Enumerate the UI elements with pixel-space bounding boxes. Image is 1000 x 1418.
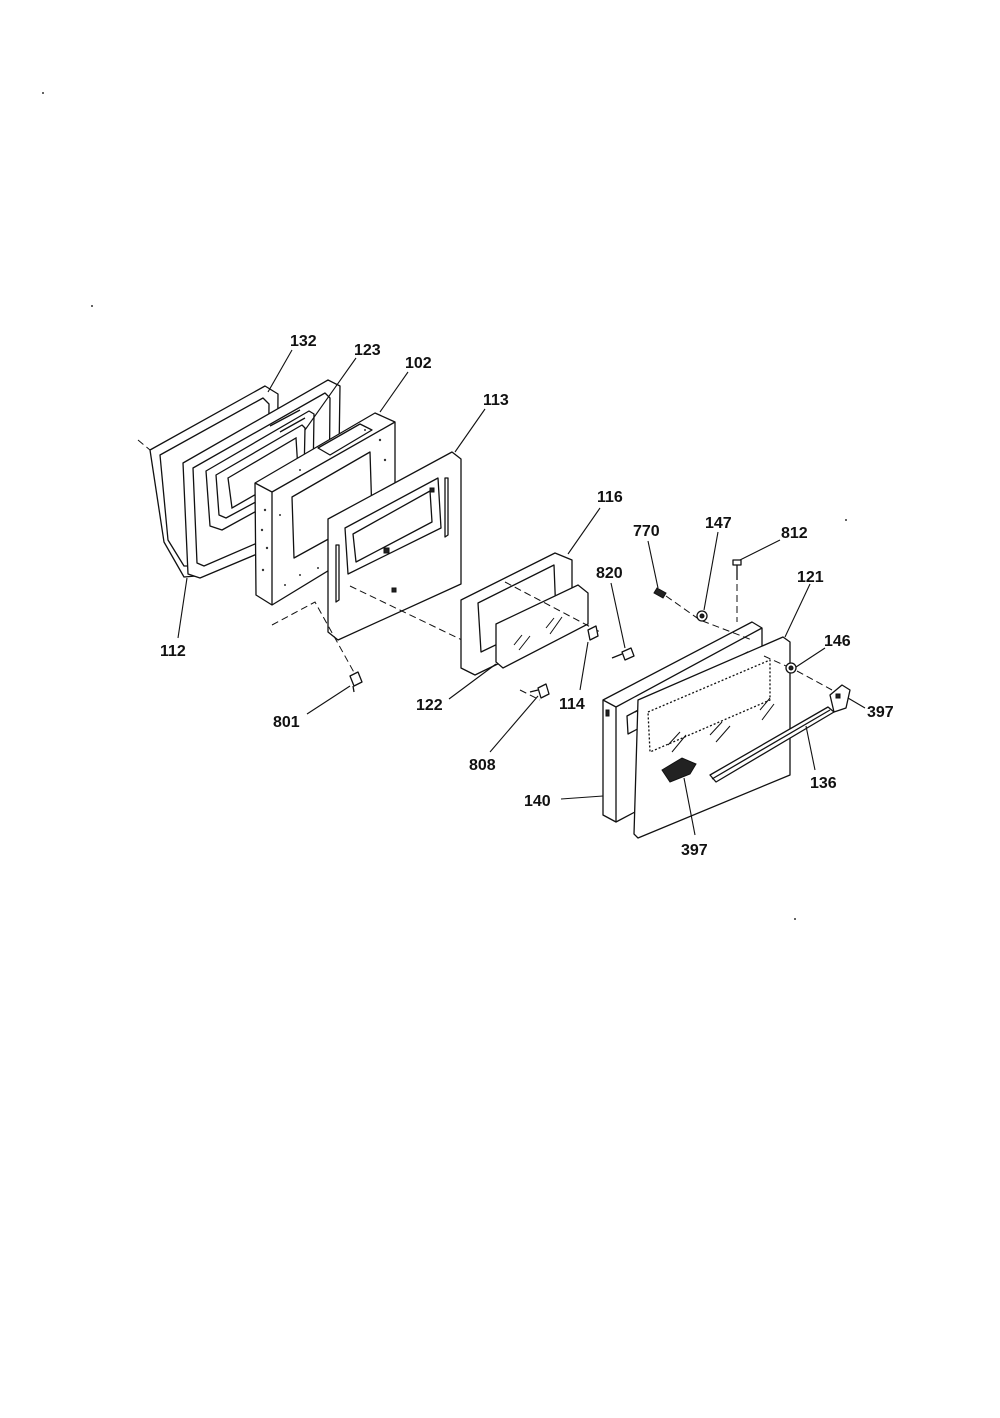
- part-114-clip: [587, 625, 599, 641]
- scan-speck: [91, 305, 93, 307]
- alignment-line: [665, 595, 753, 641]
- alignment-line: [763, 655, 833, 691]
- alignment-line: [519, 689, 541, 701]
- callout-801: 801: [273, 714, 300, 731]
- callout-123: 123: [354, 342, 381, 359]
- callout-147: 147: [705, 515, 732, 532]
- callout-132: 132: [290, 333, 317, 350]
- leader-lines: [177, 349, 866, 836]
- scan-speck: [845, 519, 847, 521]
- callout-397-bottom: 397: [681, 842, 708, 859]
- callout-122: 122: [416, 697, 443, 714]
- callout-112: 112: [160, 643, 186, 660]
- part-801-screw: [349, 671, 363, 693]
- callout-808: 808: [469, 757, 496, 774]
- part-770-screw: [653, 587, 667, 599]
- scan-speck: [794, 918, 796, 920]
- callout-146: 146: [824, 633, 851, 650]
- part-146-washer: [785, 662, 797, 674]
- callout-770: 770: [633, 523, 660, 540]
- part-122-door-glass: [495, 584, 589, 669]
- part-397-handle-end-cap-right: [829, 684, 851, 713]
- scan-speck: [42, 92, 44, 94]
- part-820-screw: [611, 647, 635, 661]
- part-113-door-liner: [327, 451, 462, 641]
- alignment-line: [504, 581, 601, 633]
- part-808-screw: [529, 683, 550, 699]
- callout-812: 812: [781, 525, 808, 542]
- alignment-line: [349, 585, 463, 641]
- part-147-washer: [696, 610, 708, 622]
- part-397-handle-end-cap-left: [661, 757, 697, 783]
- callout-116: 116: [597, 489, 623, 506]
- part-812-screw: [732, 559, 742, 580]
- callout-140: 140: [524, 793, 551, 810]
- part-121-outer-panel: [633, 636, 791, 839]
- callout-121: 121: [797, 569, 824, 586]
- callout-114: 114: [559, 696, 585, 713]
- alignment-line: [271, 601, 357, 677]
- callout-136: 136: [810, 775, 837, 792]
- callout-397-right: 397: [867, 704, 894, 721]
- callout-113: 113: [483, 392, 509, 409]
- callout-820: 820: [596, 565, 623, 582]
- callout-102: 102: [405, 355, 432, 372]
